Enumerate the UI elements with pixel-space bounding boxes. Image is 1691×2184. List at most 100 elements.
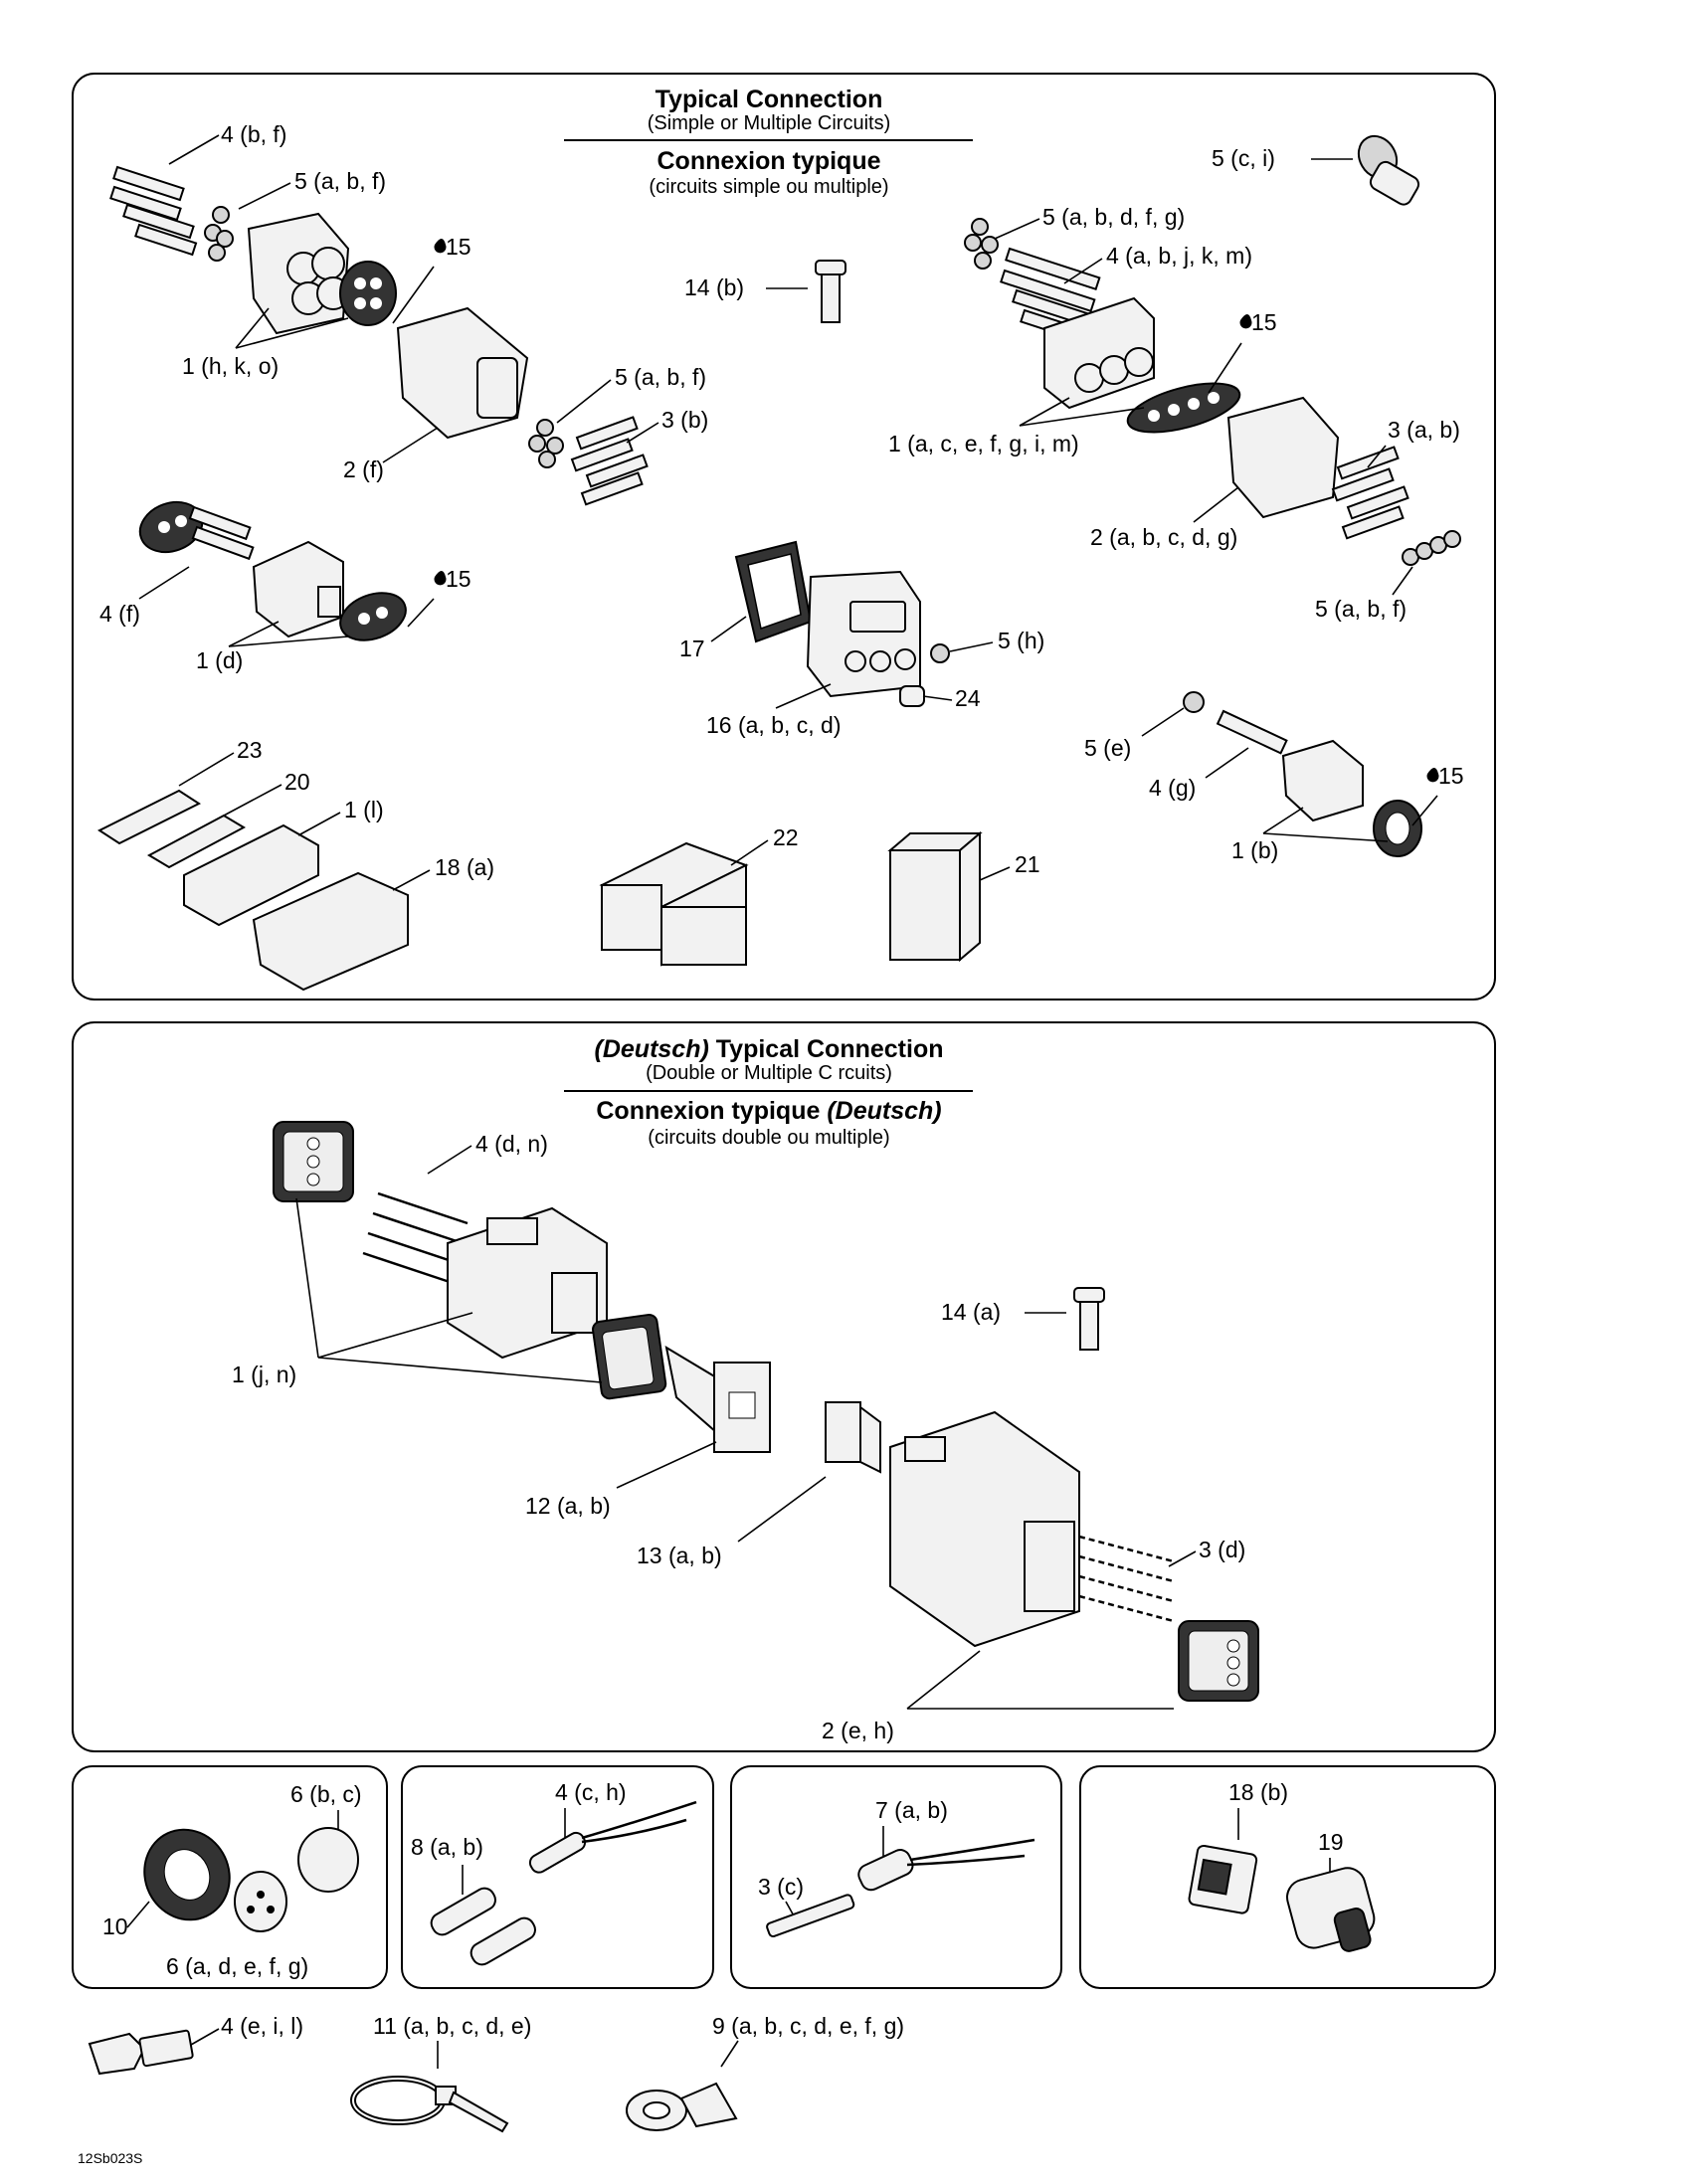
label-3-b: 3 (b) bbox=[661, 407, 708, 433]
label-11-a-b-c-d-e: 11 (a, b, c, d, e) bbox=[373, 2013, 531, 2039]
label-4-f: 4 (f) bbox=[99, 601, 140, 627]
seal-ring-icon bbox=[528, 419, 564, 468]
cable-tie-icon bbox=[350, 2076, 509, 2133]
connector-housing-icon bbox=[806, 570, 921, 698]
leader-line bbox=[626, 422, 659, 444]
leader-line bbox=[295, 1197, 319, 1359]
label-15-c: 15 bbox=[1251, 309, 1277, 335]
label-5-a-b-f-right: 5 (a, b, f) bbox=[1315, 596, 1407, 622]
label-23: 23 bbox=[237, 737, 263, 763]
plug-icon bbox=[899, 685, 925, 707]
terminal-pin-icon bbox=[362, 1191, 469, 1285]
terminal-pin-icon bbox=[1331, 446, 1409, 540]
leader-line bbox=[1262, 832, 1389, 842]
seal-ring-icon bbox=[930, 643, 950, 663]
label-14-b: 14 (b) bbox=[684, 274, 744, 300]
label-5-h: 5 (h) bbox=[998, 628, 1044, 653]
leader-line bbox=[994, 218, 1040, 240]
terminal-pin-icon bbox=[188, 505, 252, 541]
wedge-lock-icon bbox=[664, 1345, 771, 1453]
panel2-subtitle-en: (Double or Multiple C rcuits) bbox=[646, 1062, 892, 1084]
label-20: 20 bbox=[284, 769, 310, 795]
deutsch-receptacle-group bbox=[273, 1121, 771, 1453]
panel-terminal-sensor bbox=[730, 1765, 1062, 1989]
connector-block-22 bbox=[599, 841, 749, 967]
cap-icon bbox=[297, 1827, 359, 1893]
leader-line bbox=[979, 866, 1011, 881]
terminal-pin-icon bbox=[1216, 709, 1288, 755]
label-1-h-k-o: 1 (h, k, o) bbox=[182, 353, 279, 379]
seal-ring-icon bbox=[204, 206, 234, 262]
label-1-l: 1 (l) bbox=[344, 797, 384, 822]
connector-housing-icon bbox=[183, 823, 319, 927]
drop-icon bbox=[1426, 768, 1439, 783]
label-4-c-h: 4 (c, h) bbox=[555, 1779, 627, 1805]
label-10: 10 bbox=[102, 1913, 128, 1939]
leader-line bbox=[1205, 747, 1249, 779]
leader-line bbox=[407, 598, 435, 628]
leader-line bbox=[1392, 566, 1413, 596]
leader-line bbox=[235, 317, 349, 349]
label-24: 24 bbox=[955, 685, 981, 711]
spade-terminal-icon bbox=[88, 2029, 194, 2076]
terminal-strip-icon bbox=[96, 789, 202, 845]
label-6-a-d-e-f-g: 6 (a, d, e, f, g) bbox=[166, 1953, 308, 1979]
label-1-d: 1 (d) bbox=[196, 647, 243, 673]
label-7-a-b: 7 (a, b) bbox=[875, 1797, 948, 1823]
boot-icon bbox=[1286, 1867, 1376, 1952]
leader-line bbox=[178, 752, 235, 787]
label-5-e: 5 (e) bbox=[1084, 735, 1131, 761]
leader-line bbox=[228, 621, 280, 647]
leader-line bbox=[138, 566, 190, 600]
leader-line bbox=[382, 427, 439, 463]
panel1-title-fr: Connexion typique bbox=[658, 147, 881, 175]
leader-line bbox=[616, 1441, 717, 1489]
label-22: 22 bbox=[773, 824, 799, 850]
cover-icon bbox=[1188, 1844, 1258, 1914]
label-3-d: 3 (d) bbox=[1199, 1537, 1245, 1562]
label-14-a: 14 (a) bbox=[941, 1299, 1001, 1325]
leader-line bbox=[238, 182, 291, 210]
terminal-pin-icon bbox=[766, 1894, 855, 1938]
leader-line bbox=[427, 1145, 472, 1175]
panel-butt-connectors bbox=[401, 1765, 714, 1989]
leader-line bbox=[235, 307, 270, 349]
panel-typical-connection bbox=[72, 73, 1496, 1001]
screw-icon bbox=[815, 260, 846, 323]
connector-group-lower-left bbox=[96, 789, 409, 992]
connector-group-upper-right bbox=[964, 218, 1461, 566]
seal-ring-icon bbox=[1183, 691, 1205, 713]
seal-ring-icon bbox=[339, 592, 407, 641]
connector-group-lower-right bbox=[1183, 691, 1422, 857]
label-3-c: 3 (c) bbox=[758, 1874, 804, 1900]
connector-housing-icon bbox=[1043, 296, 1155, 410]
leader-line bbox=[1193, 486, 1239, 523]
panel-covers bbox=[1079, 1765, 1496, 1989]
seal-ring-icon bbox=[964, 218, 999, 270]
label-2-e-h: 2 (e, h) bbox=[822, 1718, 894, 1743]
sensor-icon bbox=[528, 1800, 697, 1874]
ring-terminal-icon bbox=[626, 2082, 738, 2131]
seal-ring-icon bbox=[1402, 530, 1461, 566]
leader-line bbox=[775, 683, 832, 709]
leader-line bbox=[297, 812, 341, 836]
terminal-pin-icon bbox=[109, 165, 198, 257]
label-2-a-b-c-d-g: 2 (a, b, c, d, g) bbox=[1090, 524, 1237, 550]
leader-line bbox=[1019, 407, 1145, 427]
panel1-subtitle-en: (Simple or Multiple Circuits) bbox=[648, 112, 891, 134]
label-15-b: 15 bbox=[446, 566, 471, 592]
panel-nut-and-caps bbox=[72, 1765, 388, 1989]
leader-line bbox=[730, 839, 769, 866]
label-18-b: 18 (b) bbox=[1228, 1779, 1288, 1805]
terminal-pin-icon bbox=[1078, 1535, 1175, 1623]
panel-deutsch-connection bbox=[72, 1021, 1496, 1752]
label-15-a: 15 bbox=[446, 234, 471, 260]
leader-line bbox=[556, 379, 612, 424]
label-8-a-b: 8 (a, b) bbox=[411, 1834, 483, 1860]
label-15-d: 15 bbox=[1438, 763, 1464, 789]
figure-code: 12Sb023S bbox=[78, 2150, 142, 2166]
label-2-f: 2 (f) bbox=[343, 456, 384, 482]
leader-line bbox=[392, 266, 435, 324]
leader-line bbox=[1063, 258, 1103, 284]
